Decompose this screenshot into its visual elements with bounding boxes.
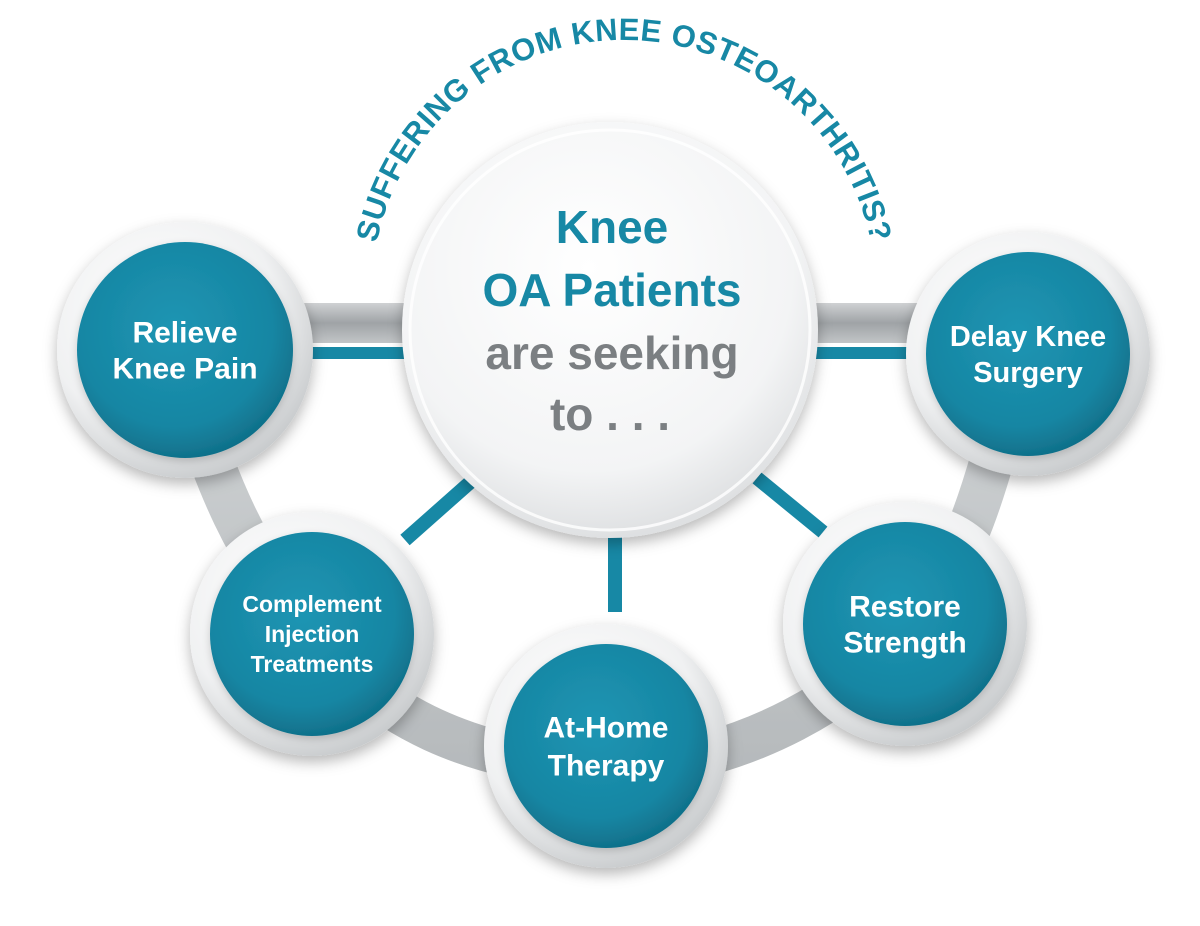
center-line-4: to . . . [550,388,670,440]
goal-label-line: Therapy [548,750,665,783]
goal-label-line: Knee Pain [112,353,257,386]
goal-label-line: Complement [242,591,382,617]
goal-label-line: Relieve [132,317,237,350]
center-line-2: OA Patients [482,264,741,316]
center-to-lower-right-line [752,472,828,538]
goal-label-line: Restore [849,591,961,624]
center-line-1: Knee [556,201,668,253]
goal-label-line: At-Home [544,712,669,745]
center-to-lower-left-line [400,472,480,546]
right-connector-line [805,347,925,359]
goal-label-line: Strength [843,627,966,660]
goal-disc [77,242,293,458]
center-line-3: are seeking [485,327,738,379]
goal-label-line: Treatments [251,651,374,677]
goal-label-line: Delay Knee [950,321,1106,353]
goal-disc [210,532,414,736]
goal-disc [926,252,1130,456]
goal-label-line: Injection [265,621,360,647]
left-connector-line [300,347,420,359]
goal-disc [504,644,708,848]
center-node: Knee OA Patients are seeking to . . . [402,122,818,538]
goal-label-line: Surgery [973,357,1083,389]
goal-disc [803,522,1007,726]
